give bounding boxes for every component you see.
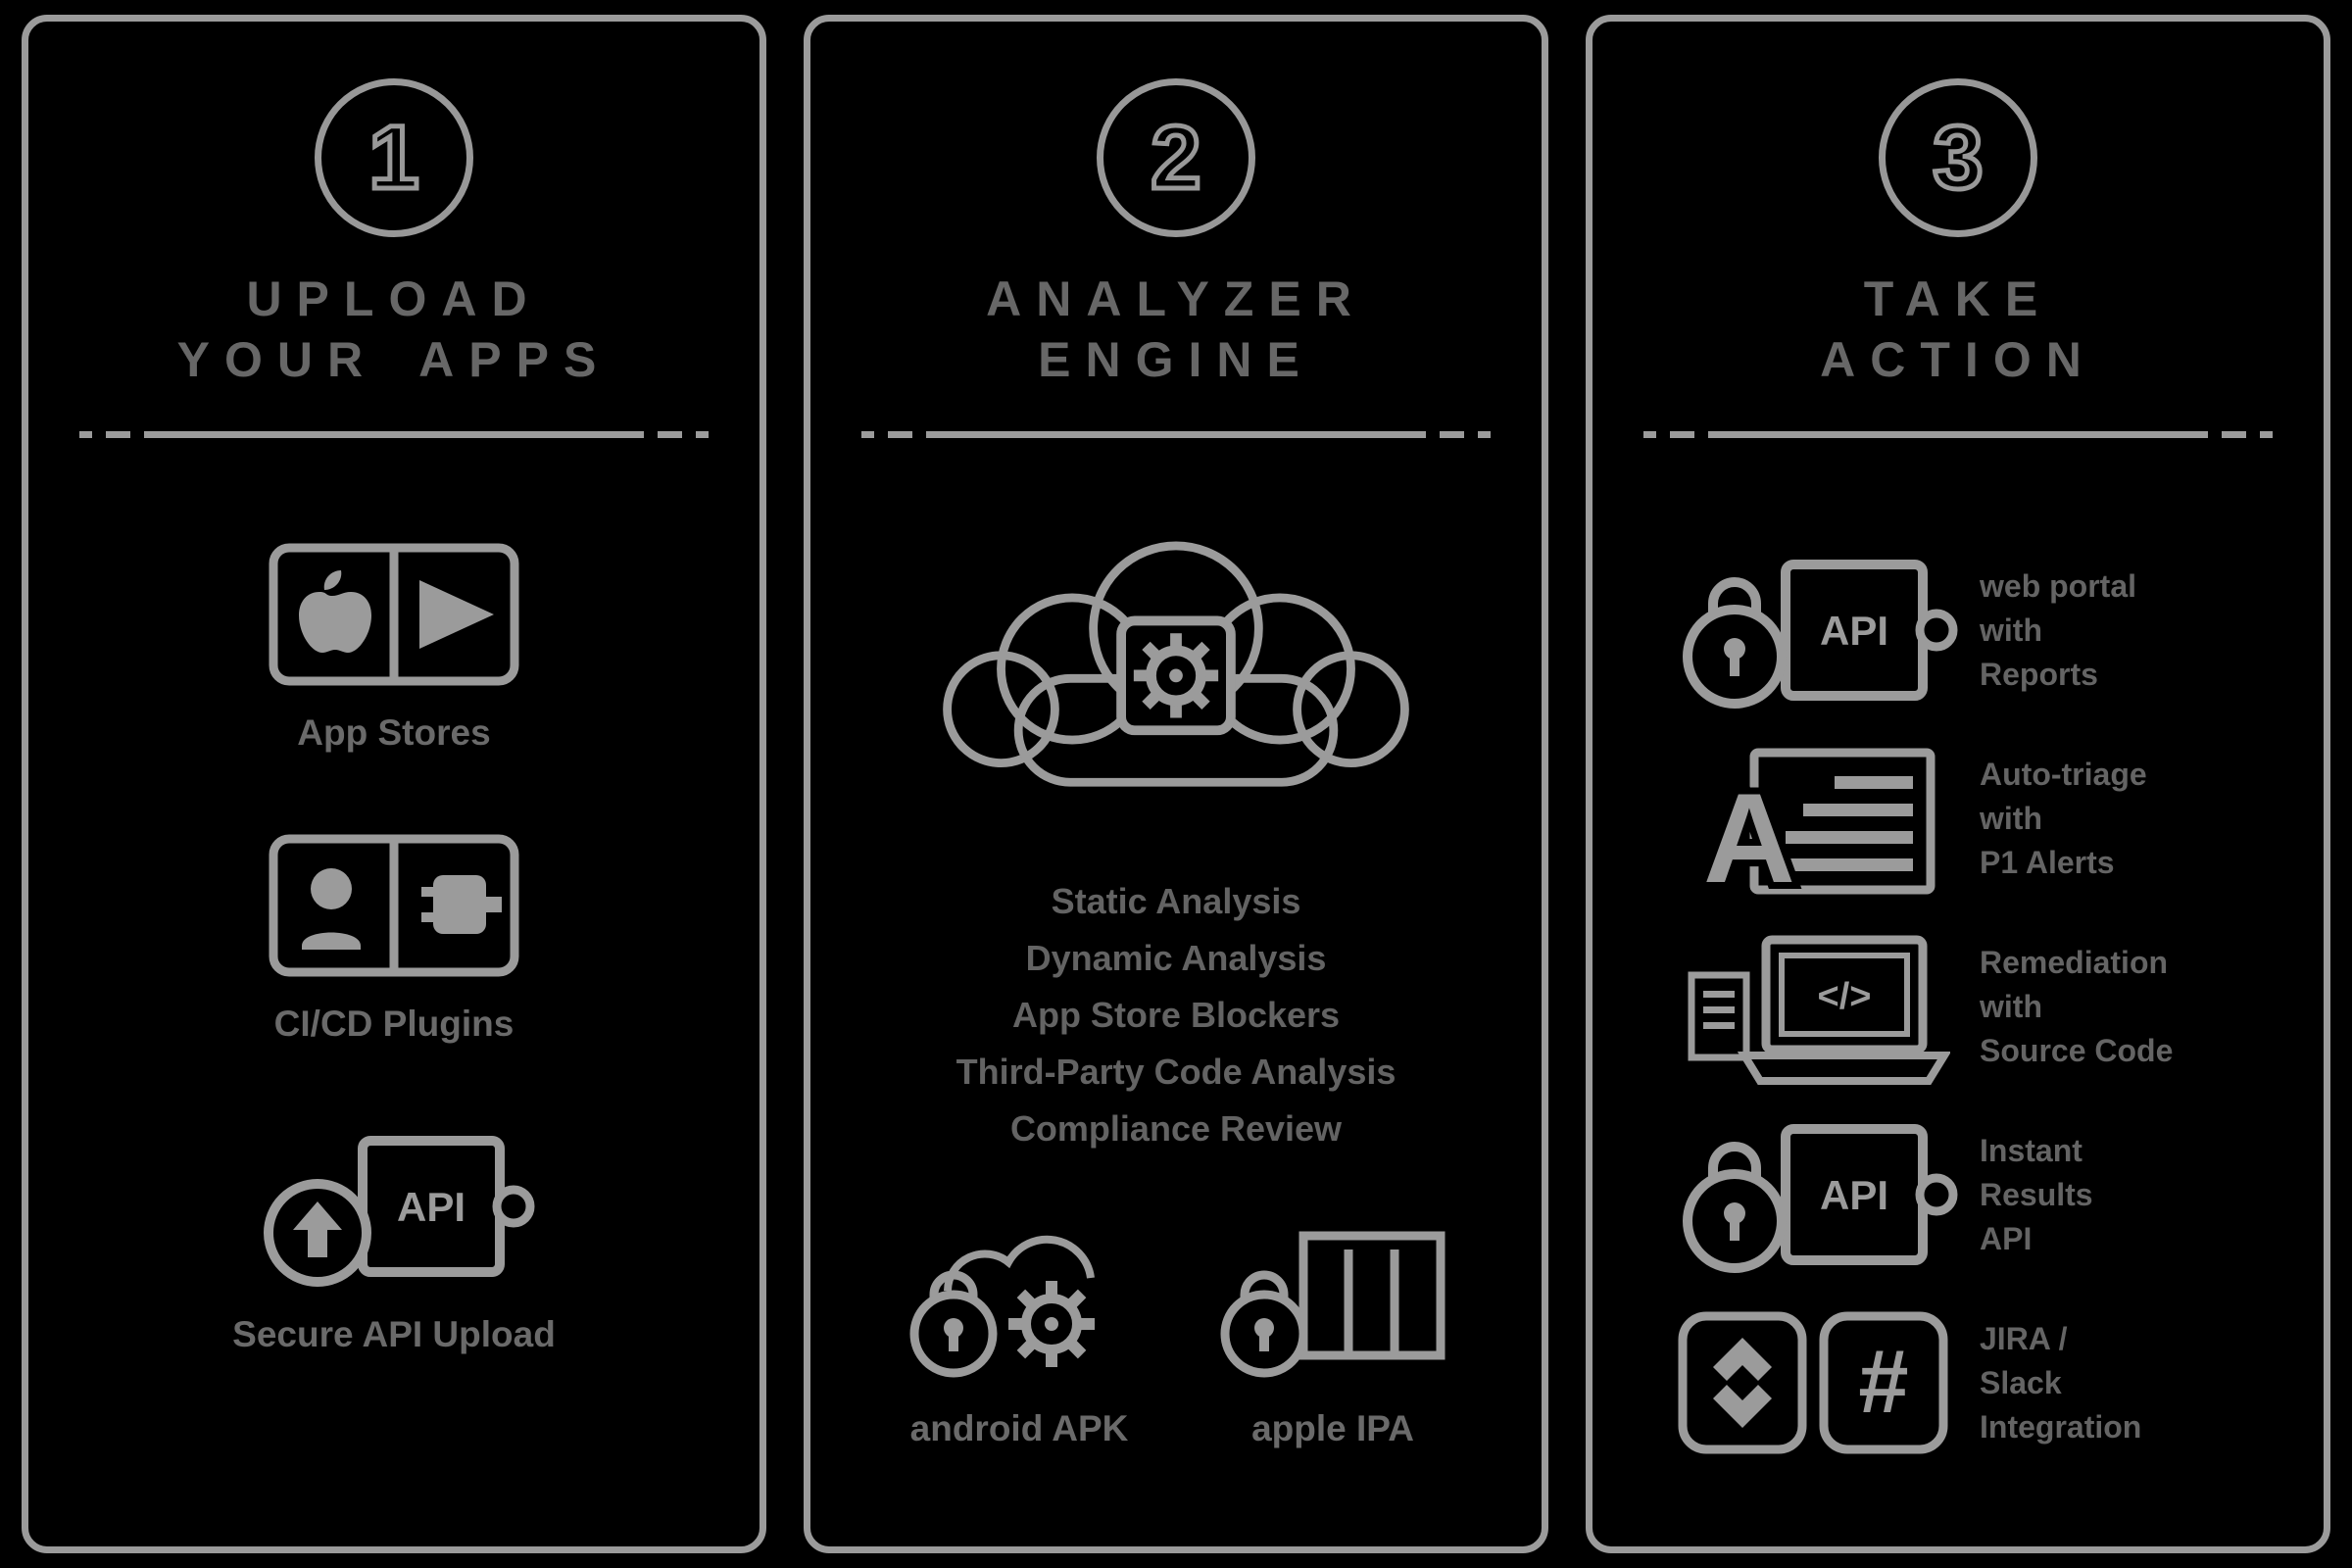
action-text: JIRA / Slack Integration [1980, 1320, 2142, 1445]
panel-title-take-action: TAKE ACTION [1820, 269, 2096, 390]
svg-text:A: A [1703, 766, 1795, 902]
svg-text:#: # [1858, 1332, 1908, 1432]
feature-label: CI/CD Plugins [273, 1004, 514, 1044]
feature-secure-api-upload: API Secure API Upload [232, 1123, 556, 1355]
analysis-item: Third-Party Code Analysis [956, 1052, 1396, 1092]
divider [861, 431, 1491, 438]
locked-data-icon [1210, 1222, 1455, 1389]
secure-api-upload-icon: API [247, 1123, 541, 1295]
laptop-code-icon: </> [1646, 918, 1980, 1095]
app-stores-icon [267, 541, 521, 693]
svg-text:API: API [1820, 608, 1888, 654]
action-web-portal-reports: API web portal with Reports [1592, 536, 2324, 724]
title-line: YOUR APPS [176, 332, 612, 387]
action-text: web portal with Reports [1980, 567, 2137, 692]
feature-android-apk: android APK [897, 1222, 1142, 1449]
title-line: ANALYZER [986, 271, 1366, 326]
analysis-item: App Store Blockers [1011, 995, 1341, 1035]
step-circle-1: 1 [315, 78, 473, 237]
feature-ci-cd-plugins: CI/CD Plugins [267, 832, 521, 1045]
analyzer-cloud-icon [926, 524, 1426, 818]
panel-title-analyzer-engine: ANALYZER ENGINE [986, 269, 1366, 390]
panel-title-upload-your-apps: UPLOAD YOUR APPS [177, 269, 612, 390]
analyzed-binaries-row: android APK apple IPA [897, 1222, 1455, 1449]
step-circle-3: 3 [1879, 78, 2037, 237]
svg-text:API: API [397, 1184, 466, 1230]
lock-api-icon: API [1646, 1111, 1980, 1278]
step-number-2: 2 [1149, 108, 1203, 208]
action-text: Auto-triage with P1 Alerts [1980, 756, 2147, 880]
analysis-item: Dynamic Analysis [1025, 938, 1327, 978]
step-number-3: 3 [1931, 108, 1985, 208]
title-line: TAKE [1863, 271, 2053, 326]
action-auto-triage: A Auto-triage with P1 Alerts [1592, 724, 2324, 912]
action-text: Instant Results API [1980, 1132, 2093, 1256]
feature-label: android APK [909, 1408, 1129, 1448]
locked-gear-icon [897, 1222, 1142, 1389]
svg-text:API: API [1820, 1172, 1888, 1218]
actions-list: API web portal with Reports [1592, 536, 2324, 1477]
feature-app-stores: App Stores [267, 541, 521, 754]
feature-label: apple IPA [1251, 1408, 1414, 1448]
analysis-capabilities-list: Static Analysis Dynamic Analysis App Sto… [956, 873, 1396, 1157]
feature-label: App Stores [297, 712, 491, 753]
panel-upload-your-apps: 1 UPLOAD YOUR APPS App Stores [22, 15, 766, 1553]
lock-api-icon: API [1646, 547, 1980, 713]
step-number-1: 1 [367, 108, 421, 208]
divider [1643, 431, 2273, 438]
feature-label: Secure API Upload [232, 1314, 556, 1354]
step-circle-2: 2 [1097, 78, 1255, 237]
title-line: UPLOAD [246, 271, 542, 326]
title-line: ACTION [1820, 332, 2096, 387]
title-line: ENGINE [1038, 332, 1314, 387]
panel-analyzer-engine: 2 ANALYZER ENGINE [804, 15, 1548, 1553]
svg-text:</>: </> [1818, 976, 1872, 1017]
action-instant-results-api: API Instant Results API [1592, 1101, 2324, 1289]
feature-apple-ipa: apple IPA [1210, 1222, 1455, 1449]
jira-slack-icon: # [1646, 1304, 1980, 1461]
ci-cd-plugins-icon [267, 832, 521, 984]
divider [79, 431, 709, 438]
analysis-item: Compliance Review [1009, 1108, 1343, 1149]
upload-methods-list: App Stores [232, 541, 556, 1355]
action-jira-slack-integration: # JIRA / Slack Integration [1592, 1289, 2324, 1477]
panel-take-action: 3 TAKE ACTION API [1586, 15, 2330, 1553]
auto-triage-icon: A [1646, 735, 1980, 902]
action-text: Remediation with Source Code [1980, 944, 2174, 1068]
action-remediation: </> Remediation with Source Code [1592, 912, 2324, 1101]
analysis-item: Static Analysis [1051, 881, 1301, 921]
